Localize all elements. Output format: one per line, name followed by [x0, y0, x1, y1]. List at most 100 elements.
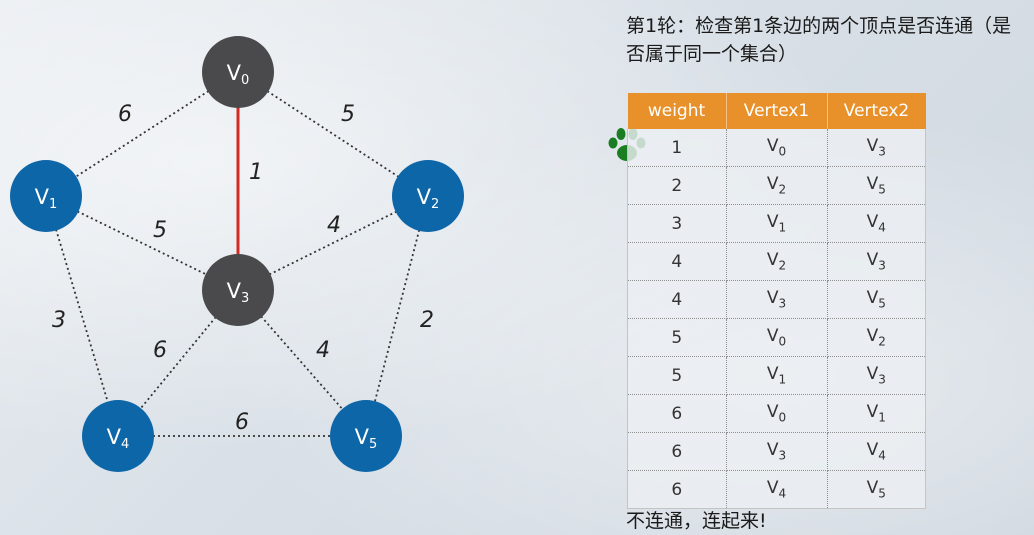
node-v5-letter: V: [355, 425, 370, 449]
cell-vertex2: V5: [827, 166, 926, 205]
node-v3-subscript: 3: [241, 291, 249, 306]
weight-v0-v3: 1: [249, 160, 263, 185]
paw-toe-2: [616, 128, 626, 140]
vertex-subscript: 0: [778, 144, 787, 159]
node-layer: V0 V1 V2 V3 V4 V5: [10, 36, 464, 472]
node-v0[interactable]: V0: [202, 36, 274, 108]
cell-weight: 3: [627, 204, 727, 243]
vertex-letter: V: [866, 326, 879, 347]
edge-layer: [45, 71, 429, 437]
edge-v2-v5: [365, 195, 429, 437]
node-v5-subscript: 5: [369, 437, 377, 452]
cell-vertex1: V3: [726, 432, 828, 471]
vertex-letter: V: [766, 136, 779, 157]
cell-vertex2: V4: [827, 204, 926, 243]
node-v0-letter: V: [227, 61, 242, 85]
vertex-subscript: 3: [878, 144, 886, 159]
vertex-letter: V: [866, 250, 879, 271]
weight-v3-v4: 6: [153, 338, 167, 363]
weight-v2-v3: 4: [327, 213, 341, 238]
cell-vertex2: V1: [827, 394, 926, 433]
vertex-subscript: 1: [778, 372, 787, 387]
node-v3-label: V3: [227, 279, 250, 306]
node-v1[interactable]: V1: [10, 160, 82, 232]
vertex-subscript: 2: [878, 334, 886, 349]
vertex-subscript: 5: [878, 486, 886, 501]
node-v5-label: V5: [355, 425, 378, 452]
vertex-letter: V: [866, 440, 879, 461]
cell-vertex1: V2: [726, 242, 828, 281]
edge-v0-v1: [45, 71, 239, 197]
node-v1-label: V1: [35, 185, 58, 212]
vertex-subscript: 4: [878, 448, 886, 463]
node-v0-subscript: 0: [241, 73, 249, 88]
header-weight: weight: [627, 93, 727, 129]
cell-vertex2: V5: [827, 280, 926, 319]
vertex-letter: V: [866, 174, 879, 195]
vertex-letter: V: [766, 174, 779, 195]
node-v0-circle: [202, 36, 274, 108]
node-v4-subscript: 4: [121, 437, 129, 452]
vertex-letter: V: [766, 364, 779, 385]
cell-vertex2: V2: [827, 318, 926, 357]
cell-weight: 5: [627, 356, 727, 395]
node-v1-letter: V: [35, 185, 50, 209]
vertex-subscript: 5: [878, 296, 886, 311]
vertex-subscript: 3: [878, 372, 886, 387]
round-heading: 第1轮：检查第1条边的两个顶点是否连通（是否属于同一个集合）: [626, 15, 1012, 65]
cell-vertex1: V2: [726, 166, 828, 205]
cell-weight: 4: [627, 242, 727, 281]
edge-v1-v4: [45, 195, 119, 437]
node-v4[interactable]: V4: [82, 400, 154, 472]
header-vertex1: Vertex1: [726, 93, 828, 129]
cell-weight: 2: [627, 166, 727, 205]
node-v5[interactable]: V5: [330, 400, 402, 472]
weight-v2-v5: 2: [420, 308, 434, 333]
cell-weight: 1: [627, 129, 727, 167]
result-text: 不连通，连起来!: [626, 510, 767, 532]
vertex-subscript: 3: [878, 258, 886, 273]
node-v2-subscript: 2: [431, 197, 439, 212]
vertex-subscript: 2: [778, 258, 787, 273]
node-v3[interactable]: V3: [202, 254, 274, 326]
vertex-letter: V: [766, 326, 779, 347]
vertex-letter: V: [766, 440, 779, 461]
node-v2-letter: V: [417, 185, 432, 209]
vertex-subscript: 3: [778, 448, 787, 463]
vertex-subscript: 1: [778, 220, 787, 235]
graph-diagram: 6 5 1 5 4 3 2 6 4 6 V0 V1 V2 V3 V4: [10, 36, 464, 472]
cell-weight: 6: [627, 394, 727, 433]
vertex-letter: V: [866, 364, 879, 385]
header-vertex2: Vertex2: [827, 93, 926, 129]
cell-vertex1: V0: [726, 394, 828, 433]
weight-layer: 6 5 1 5 4 3 2 6 4 6: [52, 102, 434, 435]
node-v0-label: V0: [227, 61, 250, 88]
vertex-subscript: 3: [778, 296, 787, 311]
cell-vertex2: V3: [827, 356, 926, 395]
vertex-subscript: 0: [778, 334, 787, 349]
vertex-subscript: 4: [878, 220, 886, 235]
cell-weight: 4: [627, 280, 727, 319]
vertex-letter: V: [866, 402, 879, 423]
cell-vertex1: V0: [726, 318, 828, 357]
vertex-subscript: 2: [778, 182, 787, 197]
node-v1-circle: [10, 160, 82, 232]
paw-toe-1: [608, 137, 618, 149]
cell-vertex2: V5: [827, 470, 926, 509]
cell-vertex1: V0: [726, 129, 828, 167]
node-v2[interactable]: V2: [392, 160, 464, 232]
cell-weight: 6: [627, 432, 727, 471]
vertex-letter: V: [766, 478, 779, 499]
vertex-letter: V: [766, 402, 779, 423]
vertex-letter: V: [766, 288, 779, 309]
vertex-letter: V: [866, 478, 879, 499]
cell-vertex2: V4: [827, 432, 926, 471]
